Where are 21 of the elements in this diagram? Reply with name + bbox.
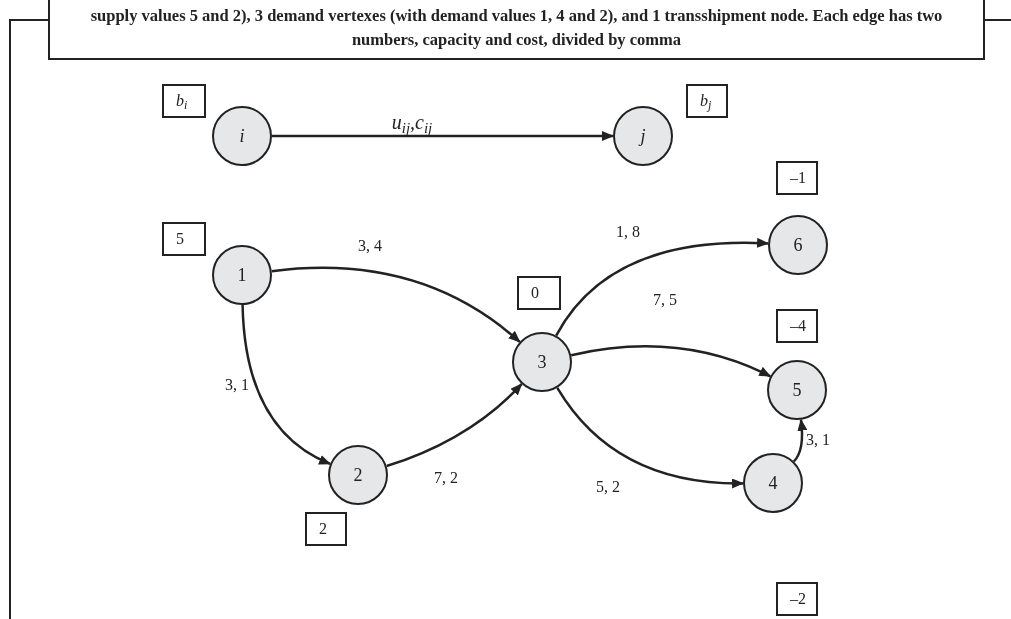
- value-box: b$_{i}$: [162, 84, 206, 118]
- arrow: [556, 387, 744, 489]
- value-box: 0: [517, 276, 561, 310]
- edge-label: 1, 8: [616, 222, 640, 242]
- value-box: 5: [162, 222, 206, 256]
- edge-label: 3, 1: [225, 375, 249, 395]
- edge-label: 7, 2: [434, 468, 458, 488]
- value-box: 2: [305, 512, 347, 546]
- arrow: [272, 131, 614, 141]
- value-box: –1: [776, 161, 818, 195]
- arrow: [555, 238, 770, 337]
- arrow: [271, 266, 521, 343]
- edge-label: 3, 4: [358, 236, 382, 256]
- value-box: b$_{j}$: [686, 84, 728, 118]
- title-box: supply values 5 and 2), 3 demand vertexes (with demand values 1, 4 and 2), and 1 transshipment node. Each edge has two numbers, capacity and cost, divided by comma: [48, 0, 985, 60]
- edge-label: 5, 2: [596, 477, 620, 497]
- value-box: –4: [776, 309, 818, 343]
- arrow: [792, 418, 808, 463]
- edge-label: 3, 1: [806, 430, 830, 450]
- value-box: –2: [776, 582, 818, 616]
- edge-label: 7, 5: [653, 290, 677, 310]
